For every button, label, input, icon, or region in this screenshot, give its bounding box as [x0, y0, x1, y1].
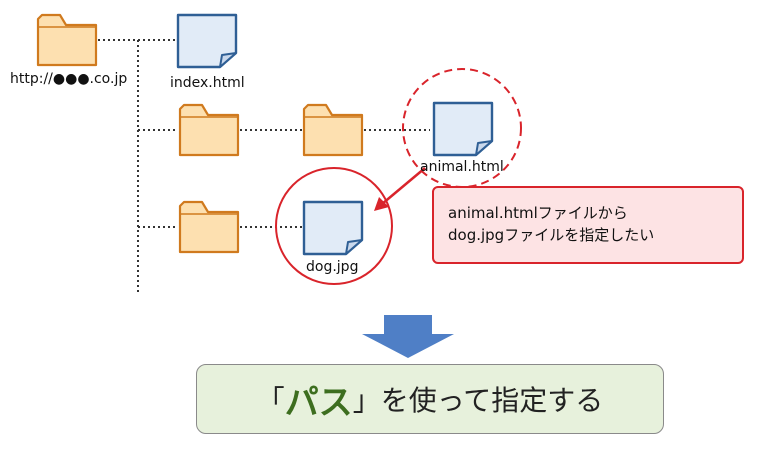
subfolder-a-icon [178, 103, 240, 157]
index-label: index.html [170, 75, 245, 91]
reference-arrow-head-icon [374, 197, 389, 211]
banner-close-bracket: 」 [352, 384, 381, 417]
root-label: http://●●●.co.jp [10, 71, 128, 87]
banner-open-bracket: 「 [256, 384, 285, 417]
callout-line-1: animal.htmlファイルから [448, 204, 628, 222]
dog-highlight-circle [275, 167, 393, 285]
root-folder-icon [36, 13, 98, 67]
callout-box: animal.htmlファイルから dog.jpgファイルを指定したい [432, 186, 744, 264]
tree-connectors [98, 39, 430, 294]
animal-label: animal.html [420, 159, 504, 175]
animal-file-icon [432, 101, 494, 157]
subfolder-a-child-icon [302, 103, 364, 157]
banner-rest: を使って指定する [380, 384, 604, 417]
conclusion-banner: 「パス」を使って指定する [196, 364, 664, 434]
dog-label: dog.jpg [306, 259, 359, 275]
callout-line-2: dog.jpgファイルを指定したい [448, 226, 655, 244]
index-file-icon [176, 13, 238, 69]
reference-arrow-line [381, 167, 426, 205]
subfolder-b-icon [178, 200, 240, 254]
dog-file-icon [302, 200, 364, 256]
banner-keyword: パス [284, 382, 353, 423]
down-arrow-icon [362, 315, 454, 358]
